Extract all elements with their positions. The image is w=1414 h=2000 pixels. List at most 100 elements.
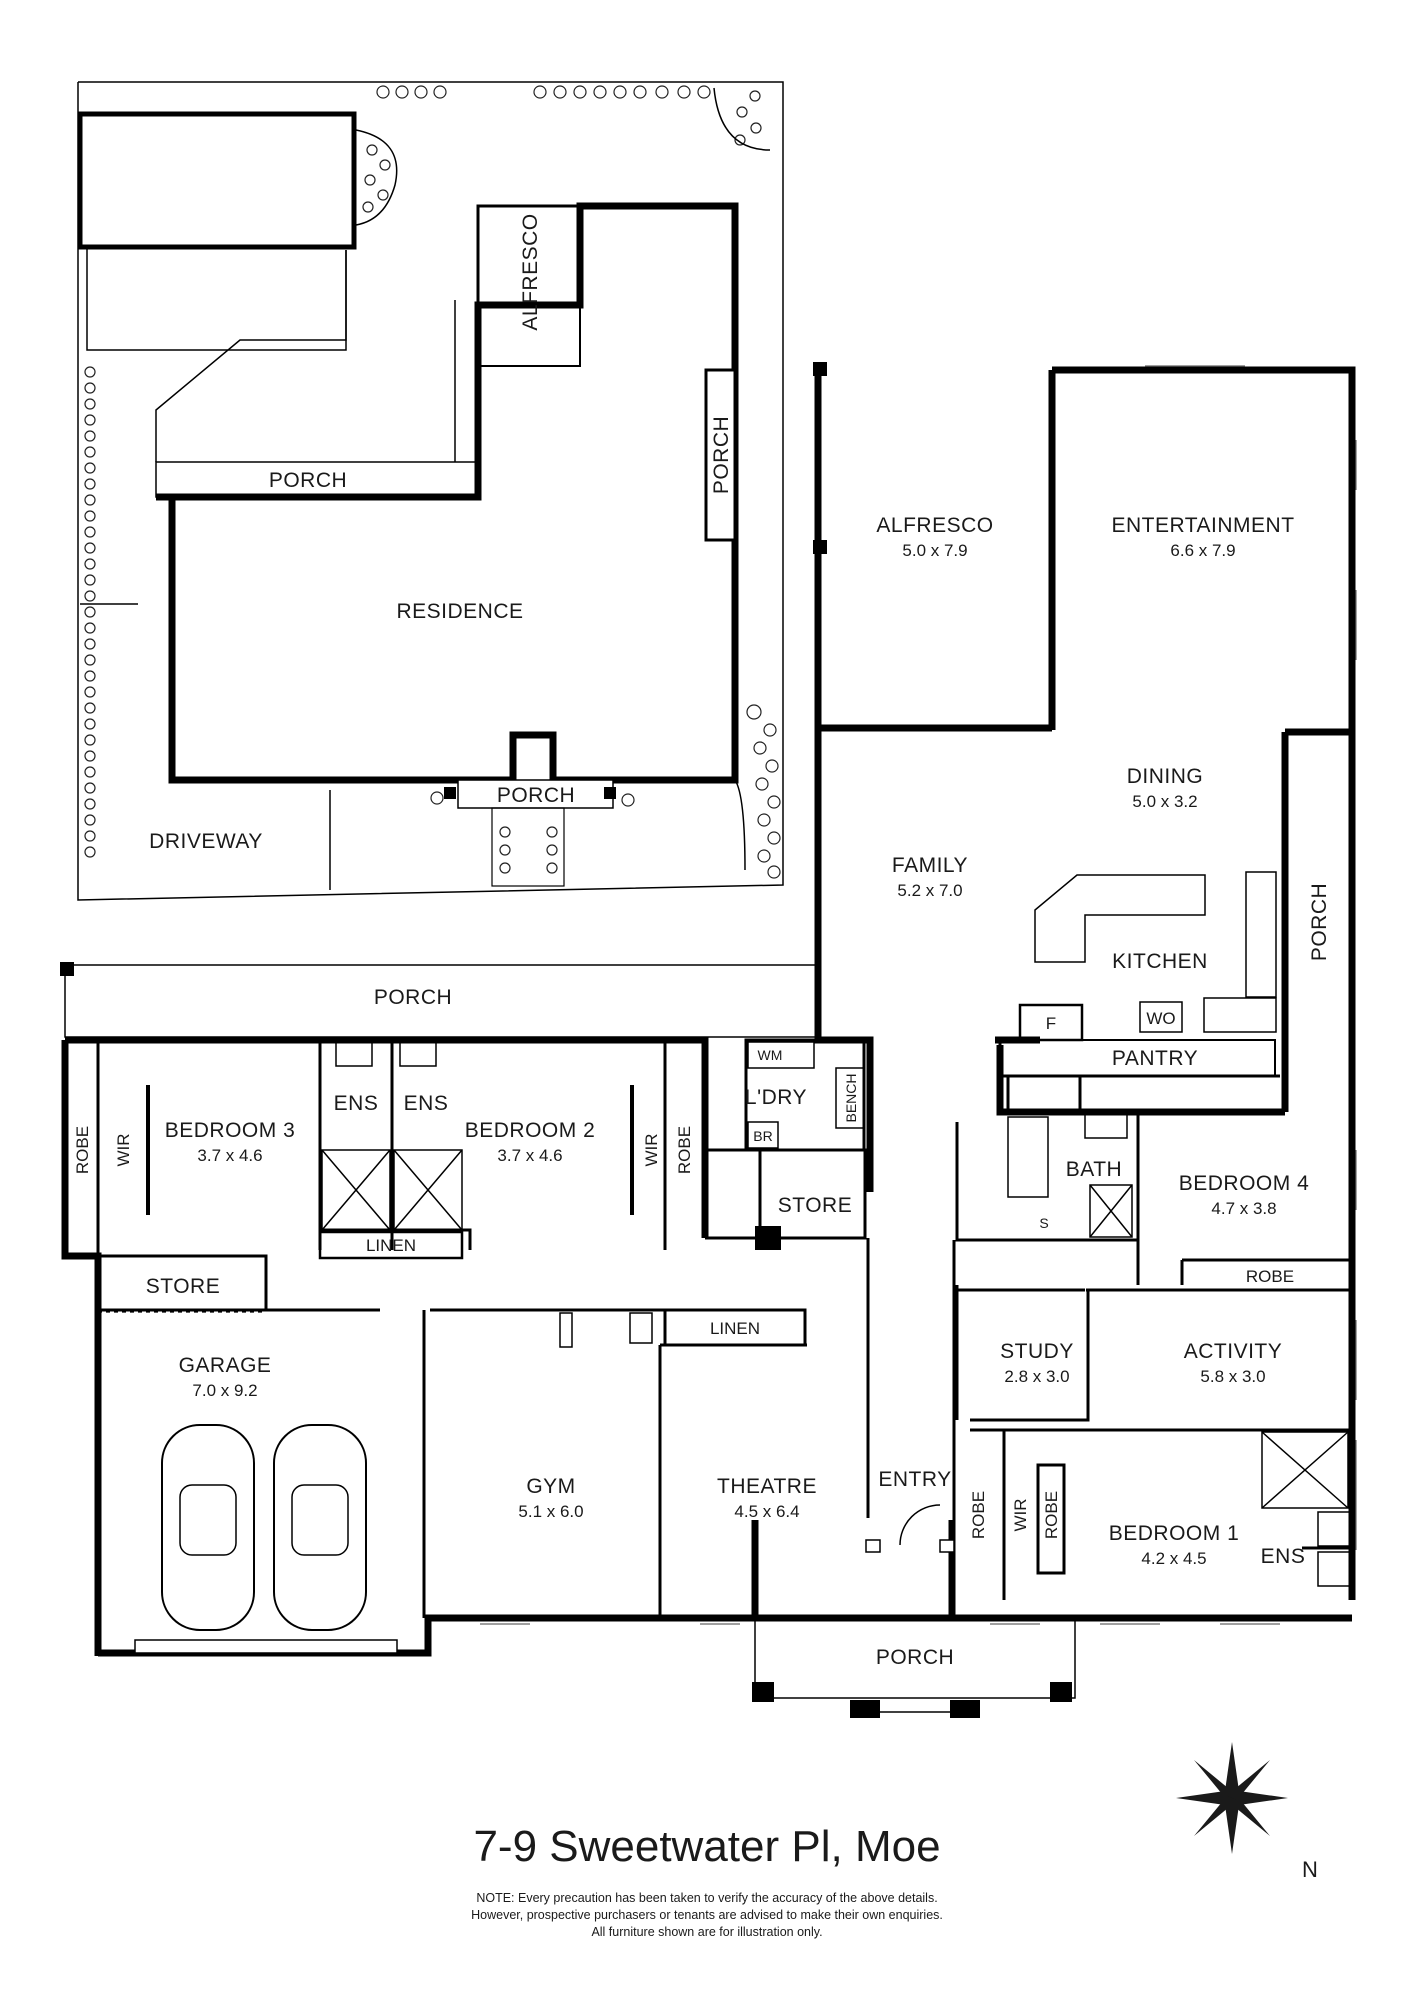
basin-b1-a xyxy=(1317,1511,1351,1547)
site-path xyxy=(491,807,565,887)
room-gym-name: GYM xyxy=(526,1475,575,1498)
site-porch-east xyxy=(704,368,737,542)
shower-b2 xyxy=(393,1149,463,1231)
room-bedroom1-name: BEDROOM 1 xyxy=(1109,1522,1240,1545)
pantry-bench xyxy=(999,1039,1276,1077)
room-shower-s-name: S xyxy=(1039,1215,1048,1231)
basin-b1-b xyxy=(1317,1551,1351,1587)
room-kitchen-name: KITCHEN xyxy=(1112,950,1208,973)
site-lawn-line xyxy=(86,247,347,351)
garage-door xyxy=(134,1639,398,1654)
porch-post xyxy=(752,1682,774,1702)
porch-front-area xyxy=(754,1617,1076,1699)
room-bath-name: BATH xyxy=(1066,1158,1122,1181)
room-bedroom4-name: BEDROOM 4 xyxy=(1179,1172,1310,1195)
site-residence-outline xyxy=(156,202,739,784)
room-ens-b3-name: ENS xyxy=(334,1092,379,1115)
porch-post xyxy=(60,962,74,976)
broom-cupboard xyxy=(747,1121,779,1149)
disclaimer-line: However, prospective purchasers or tenan… xyxy=(471,1908,943,1922)
site-path-line xyxy=(155,250,347,462)
room-store-laundry-name: STORE xyxy=(778,1194,852,1217)
site-porch-post xyxy=(604,787,616,799)
site-garden-edge xyxy=(734,779,746,871)
room-br-name: BR xyxy=(753,1128,772,1144)
shower-b3 xyxy=(321,1149,391,1231)
room-entry-name: ENTRY xyxy=(878,1468,951,1491)
site-alfresco xyxy=(477,205,581,367)
room-gym-dims: 5.1 x 6.0 xyxy=(518,1502,583,1521)
room-alfresco-name: ALFRESCO xyxy=(876,514,993,537)
room-fridge-name: F xyxy=(1046,1014,1056,1033)
entry-door-swing xyxy=(899,1504,941,1546)
bath-basin xyxy=(1084,1113,1128,1139)
site-trees-east xyxy=(430,704,781,879)
car-icon xyxy=(161,1424,367,1631)
bathtub xyxy=(1007,1116,1049,1198)
compass-north-label: N xyxy=(1302,1857,1318,1882)
washing-machine xyxy=(747,1041,815,1069)
property-address: 7-9 Sweetwater Pl, Moe xyxy=(473,1822,941,1871)
kitchen-island xyxy=(1034,874,1206,963)
room-study-name: STUDY xyxy=(1000,1340,1074,1363)
linen-bedrooms xyxy=(318,1230,464,1260)
basin-b3 xyxy=(335,1041,373,1067)
room-laundry-name: L'DRY xyxy=(745,1086,807,1109)
robe-island xyxy=(1036,1463,1066,1575)
porch-rear-area xyxy=(64,964,818,1038)
site-shed xyxy=(77,111,357,250)
site-plan: ALFRESCO PORCH PORCH RESIDENCE PORCH DRI… xyxy=(77,81,784,901)
room-ens-b1-name: ENS xyxy=(1261,1545,1306,1568)
site-trees-west xyxy=(84,366,96,858)
room-family-name: FAMILY xyxy=(892,854,968,877)
room-wm-name: WM xyxy=(758,1047,783,1063)
room-dining-dims: 5.0 x 3.2 xyxy=(1132,792,1197,811)
window-marks xyxy=(480,365,1357,1625)
disclaimer-line: NOTE: Every precaution has been taken to… xyxy=(476,1891,938,1905)
alfresco-post xyxy=(813,362,827,376)
room-dining-name: DINING xyxy=(1127,765,1204,788)
site-driveway-label: DRIVEWAY xyxy=(149,830,263,853)
fridge-space xyxy=(1018,1003,1084,1042)
disclaimer-note: NOTE: Every precaution has been taken to… xyxy=(0,1890,1414,1941)
room-bench-name: BENCH xyxy=(843,1073,859,1122)
toilet-gym xyxy=(559,1312,573,1348)
room-robe-b1-name: ROBE xyxy=(969,1491,988,1539)
store-post xyxy=(755,1226,781,1250)
compass-rose-icon xyxy=(1176,1742,1288,1854)
room-garage-name: GARAGE xyxy=(179,1354,272,1377)
room-theatre-dims: 4.5 x 6.4 xyxy=(734,1502,799,1521)
room-theatre-name: THEATRE xyxy=(717,1475,817,1498)
room-bedroom4-dims: 4.7 x 3.8 xyxy=(1211,1199,1276,1218)
disclaimer-line: All furniture shown are for illustration… xyxy=(591,1925,823,1939)
alfresco-post xyxy=(813,540,827,554)
porch-post xyxy=(850,1700,880,1718)
room-wir-b3-name: WIR xyxy=(114,1133,133,1166)
room-robe-b3-name: ROBE xyxy=(73,1126,92,1174)
room-robe-b2-name: ROBE xyxy=(675,1126,694,1174)
room-entertainment-name: ENTERTAINMENT xyxy=(1111,514,1294,537)
room-garage-dims: 7.0 x 9.2 xyxy=(192,1381,257,1400)
room-alfresco-dims: 5.0 x 7.9 xyxy=(902,541,967,560)
room-porch-rear-name: PORCH xyxy=(374,986,452,1009)
room-wall-oven-name: WO xyxy=(1146,1009,1175,1028)
room-activity-dims: 5.8 x 3.0 xyxy=(1200,1367,1265,1386)
site-porch-east-label: PORCH xyxy=(710,416,733,494)
room-robe-b1-island-name: ROBE xyxy=(1042,1491,1061,1539)
porch-post xyxy=(950,1700,980,1718)
wall-oven xyxy=(1139,1001,1183,1033)
room-bedroom2-dims: 3.7 x 4.6 xyxy=(497,1146,562,1165)
cooktop-bench xyxy=(1203,997,1277,1033)
room-entertainment-dims: 6.6 x 7.9 xyxy=(1170,541,1235,560)
linen-hall xyxy=(663,1308,807,1347)
room-activity-name: ACTIVITY xyxy=(1184,1340,1283,1363)
room-porch-front-name: PORCH xyxy=(876,1646,954,1669)
laundry-bench xyxy=(835,1067,865,1129)
store-laundry-room xyxy=(758,1148,867,1240)
room-wir-b2-name: WIR xyxy=(642,1133,661,1166)
room-linen-hall-name: LINEN xyxy=(710,1319,760,1338)
site-porch-front-label: PORCH xyxy=(497,784,575,807)
site-porch-post xyxy=(444,787,456,799)
site-porch-west-label: PORCH xyxy=(269,469,347,492)
site-trees-top xyxy=(355,85,771,226)
